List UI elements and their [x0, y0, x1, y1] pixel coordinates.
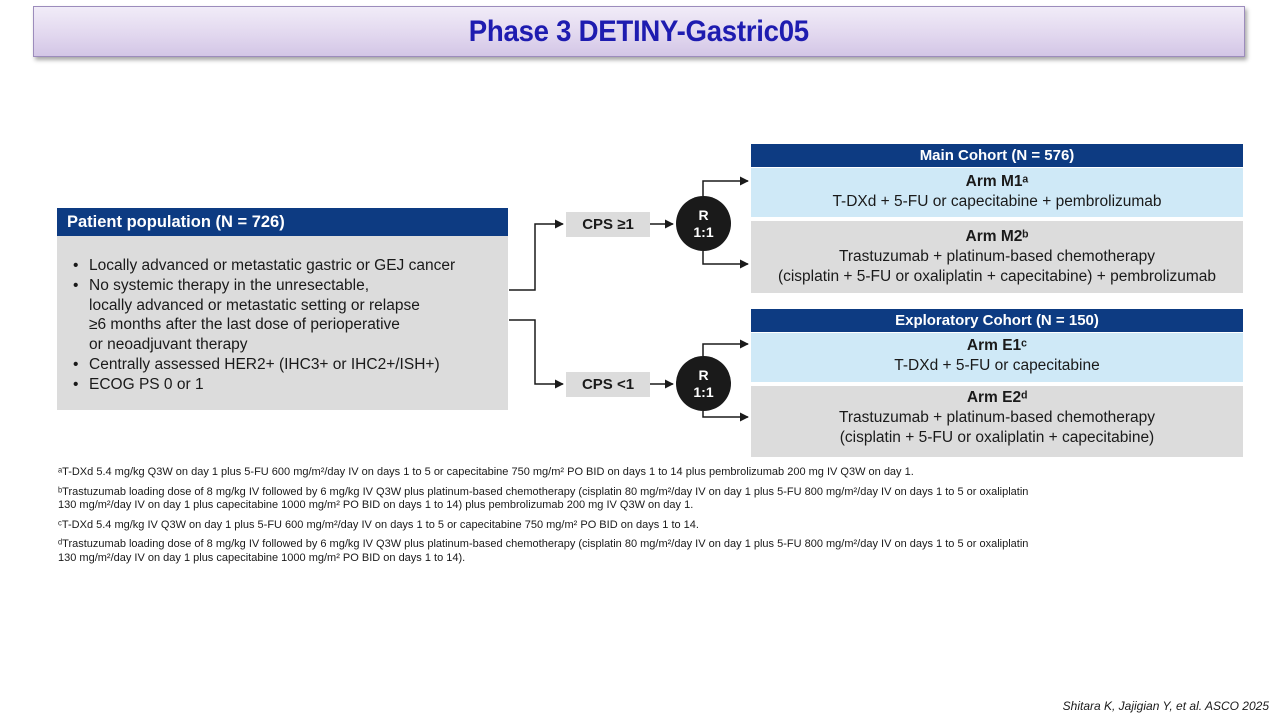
randomization-letter: R	[698, 366, 709, 383]
footnote-d: ᵈTrastuzumab loading dose of 8 mg/kg IV …	[58, 538, 1029, 564]
patient-population-box: Patient population (N = 726) Locally adv…	[57, 208, 508, 410]
exploratory-cohort-header: Exploratory Cohort (N = 150)	[751, 309, 1243, 332]
arm-e2-box: Arm E2ᵈ Trastuzumab + platinum-based che…	[751, 386, 1243, 457]
randomization-ratio: 1:1	[693, 223, 714, 240]
arm-e2-description: Trastuzumab + platinum-based chemotherap…	[838, 409, 1156, 446]
patient-population-header: Patient population (N = 726)	[57, 208, 508, 236]
randomization-top: R 1:1	[676, 196, 731, 251]
cps-high-label: CPS ≥1	[566, 212, 650, 237]
list-item: Locally advanced or metastatic gastric o…	[71, 256, 498, 276]
arm-m1-description: T-DXd + 5-FU or capecitabine + pembroliz…	[832, 193, 1162, 210]
arm-m1-box: Arm M1ᵃ T-DXd + 5-FU or capecitabine + p…	[751, 168, 1243, 217]
arm-m1-title: Arm M1ᵃ	[965, 173, 1029, 190]
arm-e1-box: Arm E1ᶜ T-DXd + 5-FU or capecitabine	[751, 333, 1243, 382]
connector-r-to-e2	[702, 411, 749, 422]
footnote-a: ᵃT-DXd 5.4 mg/kg Q3W on day 1 plus 5-FU …	[58, 466, 914, 478]
connector-r-to-m1	[702, 176, 749, 196]
page-title: Phase 3 DETINY-Gastric05	[468, 14, 810, 48]
connector-r-to-m2	[702, 251, 749, 269]
arm-m2-title: Arm M2ᵇ	[965, 228, 1029, 245]
arm-e1-title: Arm E1ᶜ	[966, 337, 1028, 354]
footnotes: ᵃT-DXd 5.4 mg/kg Q3W on day 1 plus 5-FU …	[58, 466, 1168, 571]
main-cohort-header: Main Cohort (N = 576)	[751, 144, 1243, 167]
randomization-bottom: R 1:1	[676, 356, 731, 411]
cps-low-label: CPS <1	[566, 372, 650, 397]
connector-r-to-e1	[702, 339, 749, 356]
list-item: ECOG PS 0 or 1	[71, 375, 498, 395]
list-item: Centrally assessed HER2+ (IHC3+ or IHC2+…	[71, 355, 498, 375]
arm-e1-description: T-DXd + 5-FU or capecitabine	[894, 357, 1100, 374]
title-bar: Phase 3 DETINY-Gastric05	[33, 6, 1245, 57]
list-item: No systemic therapy in the unresectable,…	[71, 276, 498, 355]
randomization-letter: R	[698, 206, 709, 223]
connector-to-cps-low	[509, 319, 564, 389]
citation: Shitara K, Jajigian Y, et al. ASCO 2025	[1062, 699, 1269, 713]
connector-to-cps-high	[509, 219, 564, 291]
arm-m2-description: Trastuzumab + platinum-based chemotherap…	[777, 248, 1217, 285]
arm-m2-box: Arm M2ᵇ Trastuzumab + platinum-based che…	[751, 221, 1243, 293]
footnote-c: ᶜT-DXd 5.4 mg/kg IV Q3W on day 1 plus 5-…	[58, 518, 699, 531]
randomization-ratio: 1:1	[693, 383, 714, 400]
footnote-b: ᵇTrastuzumab loading dose of 8 mg/kg IV …	[58, 485, 1029, 511]
eligibility-list: Locally advanced or metastatic gastric o…	[57, 236, 508, 395]
arm-e2-title: Arm E2ᵈ	[966, 389, 1028, 406]
